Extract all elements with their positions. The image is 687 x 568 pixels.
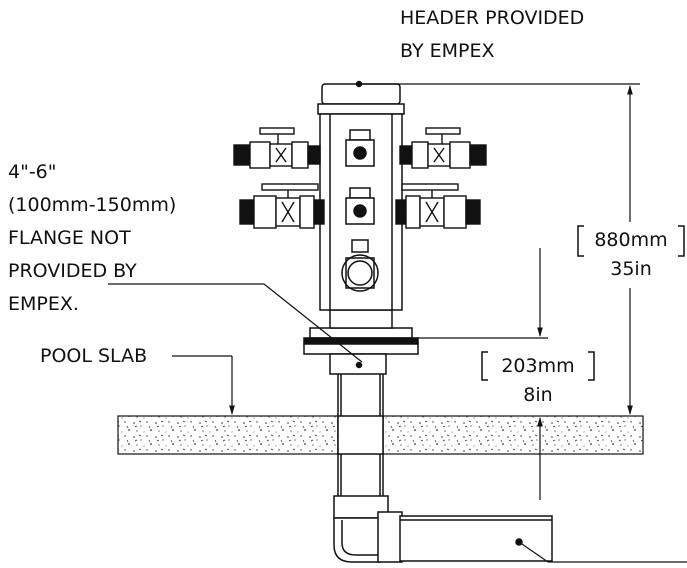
elbow-fitting [333,495,403,563]
overall-height-metric: 880mm [594,229,668,251]
flange-note-line-2: (100mm-150mm) [8,194,177,216]
center-valves [341,129,379,292]
overall-height-imperial: 35in [610,258,652,280]
valve-upper-right [399,127,487,169]
header-provided-line-1: HEADER PROVIDED [400,7,585,29]
flange-note-line-1: 4"-6" [8,161,57,183]
overall-height-dimension [362,83,640,415]
valve-lower-right [395,183,481,229]
dimension-brackets [481,225,685,381]
flange-leader [108,283,363,363]
flange-height-imperial: 8in [523,384,553,406]
horizontal-pipe [399,515,553,562]
header-provided-line-2: BY EMPEX [400,40,495,62]
valve-upper-left [233,127,321,169]
pipe-leader [518,541,549,563]
flange-height-dimension [412,248,548,500]
flange-height-metric: 203mm [501,355,575,377]
valve-lower-left [239,183,325,229]
pool-slab-leader [172,355,235,415]
pool-slab-label: POOL SLAB [40,345,148,367]
flange-note-line-3: FLANGE NOT [8,227,131,249]
flange [303,309,419,375]
flange-note-line-4: PROVIDED BY [8,260,137,282]
pipe-in-slab [337,415,384,455]
flange-note-line-5: EMPEX. [8,293,79,315]
